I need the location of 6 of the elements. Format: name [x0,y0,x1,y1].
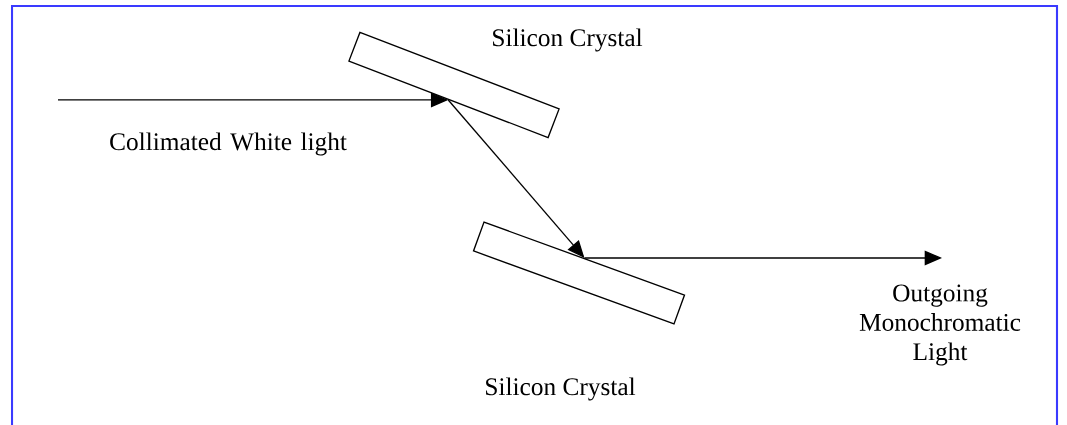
crystal-plate [472,221,686,325]
crystal-label: Silicon Crystal [493,28,643,52]
arrow [447,99,585,258]
edge-label: Collimated White light [102,131,354,157]
edge-label: Outgoing Monochromatic Light [831,283,1049,367]
crystal-label: Silicon Crystal [486,377,636,401]
